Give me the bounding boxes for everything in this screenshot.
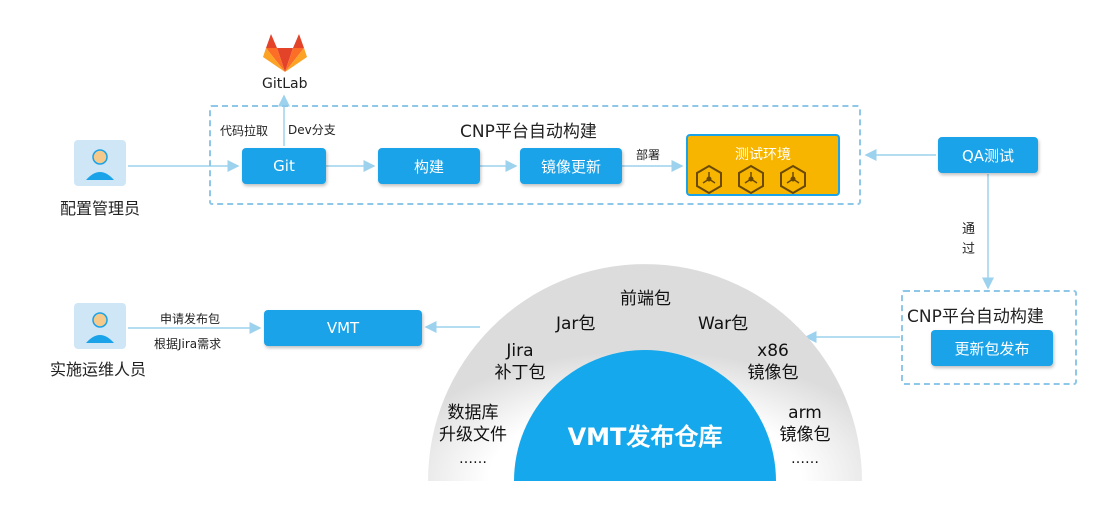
qa-node[interactable]: QA测试: [938, 137, 1038, 173]
deploy-label: 部署: [636, 148, 661, 162]
pass-label-2: 过: [962, 242, 976, 257]
repo-jar: Jar包: [556, 314, 596, 334]
dev-branch-label: Dev分支: [288, 123, 336, 137]
pass-label-1: 通: [962, 222, 976, 237]
repo-db-2: 升级文件: [439, 425, 507, 445]
repo-jira-1: Jira: [506, 341, 534, 361]
repo-db-1: 数据库: [447, 403, 499, 423]
repo-arm-2: 镜像包: [779, 425, 831, 445]
repo-arm-1: arm: [788, 403, 822, 423]
repo-db-3: ……: [459, 451, 487, 467]
config-admin-avatar: [74, 140, 126, 186]
user-icon: [86, 149, 114, 180]
release-node[interactable]: 更新包发布: [931, 330, 1053, 366]
repo-title: VMT发布仓库: [567, 423, 723, 451]
ops-avatar: [74, 303, 126, 349]
code-pull-label: 代码拉取: [220, 124, 269, 138]
cube-icon: [738, 164, 764, 194]
cnp-bottom-container: [901, 290, 1077, 385]
request-label: 申请发布包: [160, 312, 221, 326]
repo-x86-2: 镜像包: [747, 363, 799, 383]
cnp-top-title: CNP平台自动构建: [460, 122, 597, 142]
repo-war: War包: [698, 314, 749, 334]
test-env-label: 测试环境: [735, 147, 791, 163]
git-node[interactable]: Git: [242, 148, 326, 184]
repo-arm-3: ……: [791, 451, 819, 467]
repo-inner-arc: [514, 350, 776, 481]
gitlab-label: GitLab: [262, 76, 308, 92]
cube-icon: [780, 164, 806, 194]
user-icon: [86, 312, 114, 343]
cube-icon: [696, 164, 722, 194]
repo-x86-1: x86: [757, 341, 789, 361]
jira-label: 根据Jira需求: [154, 337, 222, 351]
config-admin-label: 配置管理员: [60, 199, 141, 218]
repo-frontend: 前端包: [620, 289, 671, 309]
build-node[interactable]: 构建: [378, 148, 480, 184]
cnp-top-container: [209, 105, 861, 205]
repo-jira-2: 补丁包: [494, 363, 546, 383]
cnp-bottom-title: CNP平台自动构建: [907, 307, 1044, 327]
vmt-node[interactable]: VMT: [264, 310, 422, 346]
ops-label: 实施运维人员: [50, 360, 147, 379]
image-update-node[interactable]: 镜像更新: [520, 148, 622, 184]
test-env-node[interactable]: 测试环境: [686, 134, 840, 196]
gitlab-fox-icon: [263, 34, 307, 72]
